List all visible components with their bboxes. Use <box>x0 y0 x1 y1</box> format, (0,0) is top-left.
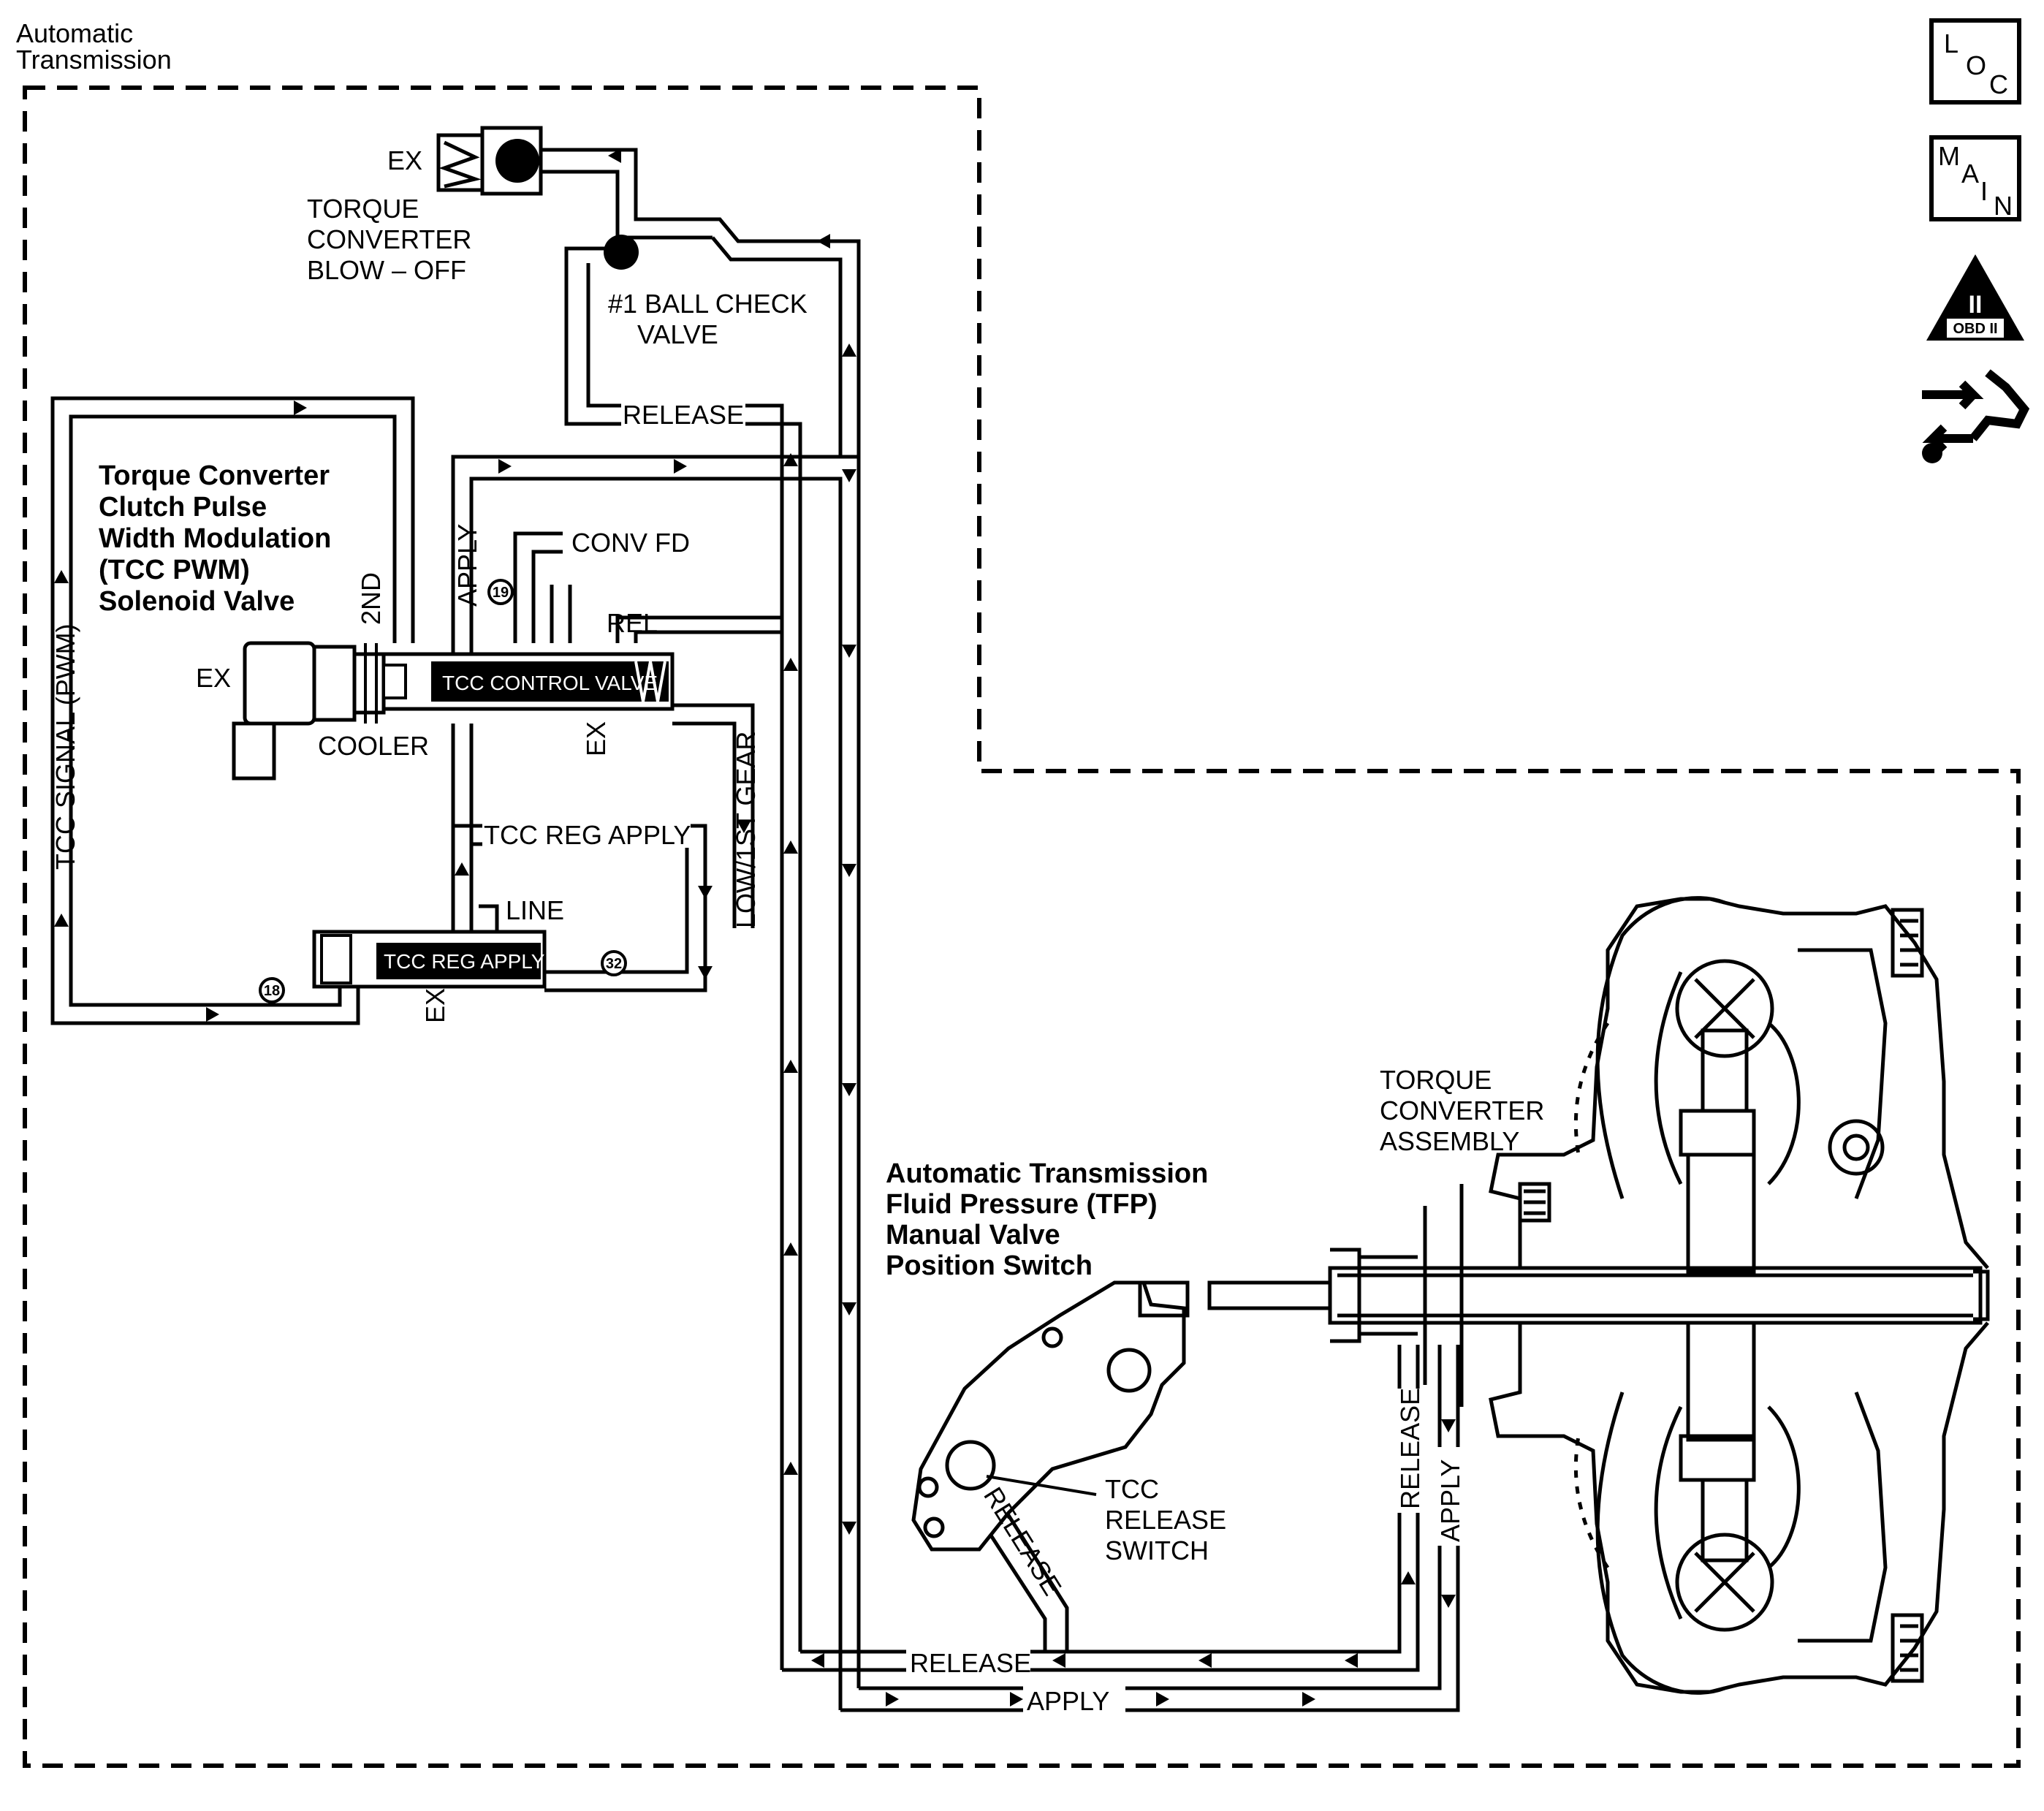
svg-text:A: A <box>1961 159 1979 189</box>
solenoid-label-3: Width Modulation <box>99 523 331 554</box>
tfp-switch <box>911 1280 1190 1552</box>
release-bottom-label: RELEASE <box>910 1648 1031 1678</box>
orifice-32: 32 <box>601 950 627 976</box>
cooler-label: COOLER <box>318 731 429 761</box>
passage-lines <box>50 148 1460 1712</box>
apply-vertical-label: APPLY <box>452 524 482 607</box>
svg-text:N: N <box>1994 191 2013 221</box>
switch-leader-line <box>986 1475 1097 1496</box>
solenoid-label-1: Torque Converter <box>99 460 330 491</box>
tfp-label-1: Automatic Transmission <box>886 1158 1208 1189</box>
flow-arrows <box>54 148 1456 1706</box>
low-first-label: LOW/1ST GEAR <box>731 732 761 928</box>
converter-label-2: CONVERTER <box>1380 1096 1544 1125</box>
solenoid-label-2: Clutch Pulse <box>99 492 267 523</box>
apply-bottom-label: APPLY <box>1027 1686 1109 1716</box>
switch-label-3: SWITCH <box>1105 1535 1209 1565</box>
title-line2: Transmission <box>16 45 172 75</box>
rel-label: REL <box>607 608 658 638</box>
torque-converter <box>1207 896 1990 1695</box>
conv-fd-label: CONV FD <box>571 528 690 558</box>
tfp-label-2: Fluid Pressure (TFP) <box>886 1189 1158 1220</box>
tcc-reg-apply-label: TCC REG APPLY <box>484 820 691 850</box>
reg-valve-label: TCC REG APPLY <box>384 950 545 973</box>
tfp-label-3: Manual Valve <box>886 1220 1060 1250</box>
release-top-label: RELEASE <box>623 400 744 430</box>
ex-ctrl-label: EX <box>581 721 611 756</box>
svg-text:19: 19 <box>493 585 509 601</box>
solenoid-ex-label: EX <box>196 663 231 693</box>
second-label: 2ND <box>356 572 386 625</box>
ex-reg-label: EX <box>420 988 450 1023</box>
solenoid-label-5: Solenoid Valve <box>99 586 295 617</box>
transmission-boundary <box>23 86 2021 1768</box>
switch-label-2: RELEASE <box>1105 1505 1226 1535</box>
release-vertical-label: RELEASE <box>1395 1388 1425 1509</box>
line-label: LINE <box>506 895 564 925</box>
blowoff-valve <box>436 126 543 196</box>
converter-label-1: TORQUE <box>1380 1065 1492 1095</box>
blowoff-ex-label: EX <box>387 145 422 175</box>
svg-text:18: 18 <box>264 983 280 999</box>
svg-text:II: II <box>1969 291 1983 319</box>
tfp-label-4: Position Switch <box>886 1250 1093 1281</box>
orifice-18: 18 <box>259 977 285 1003</box>
blowoff-label-1: TORQUE <box>307 194 419 224</box>
ball-check <box>604 235 639 270</box>
svg-text:M: M <box>1938 141 1960 171</box>
solenoid-label-4: (TCC PWM) <box>99 555 250 585</box>
svg-text:L: L <box>1944 29 1958 58</box>
svg-text:OBD II: OBD II <box>1953 321 1997 337</box>
ball-check-label-2: VALVE <box>637 319 718 349</box>
ball-check-label-1: #1 BALL CHECK <box>608 289 808 319</box>
title-line1: Automatic <box>16 18 133 48</box>
control-valve-label: TCC CONTROL VALVE <box>442 672 658 694</box>
obd-icon[interactable]: II OBD II <box>1926 254 2024 341</box>
svg-text:I: I <box>1980 176 1988 206</box>
blowoff-label-3: BLOW – OFF <box>307 255 466 285</box>
repair-icon[interactable] <box>1922 369 2030 463</box>
converter-label-3: ASSEMBLY <box>1380 1126 1519 1156</box>
tcc-pwm-solenoid <box>232 641 386 781</box>
apply-vertical-right-label: APPLY <box>1435 1459 1465 1542</box>
main-icon[interactable]: M A I N <box>1929 135 2021 221</box>
tcc-control-valve <box>381 652 675 711</box>
tcc-signal-label: TCC SIGNAL (PWM) <box>50 623 80 870</box>
orifice-19: 19 <box>487 579 514 605</box>
tcc-reg-apply-valve <box>312 930 547 989</box>
blowoff-label-2: CONVERTER <box>307 224 471 254</box>
loc-icon[interactable]: L O C <box>1929 18 2021 105</box>
svg-text:32: 32 <box>606 956 622 972</box>
switch-label-1: TCC <box>1105 1474 1159 1504</box>
svg-text:O: O <box>1966 50 1986 80</box>
svg-text:C: C <box>1989 69 2008 99</box>
